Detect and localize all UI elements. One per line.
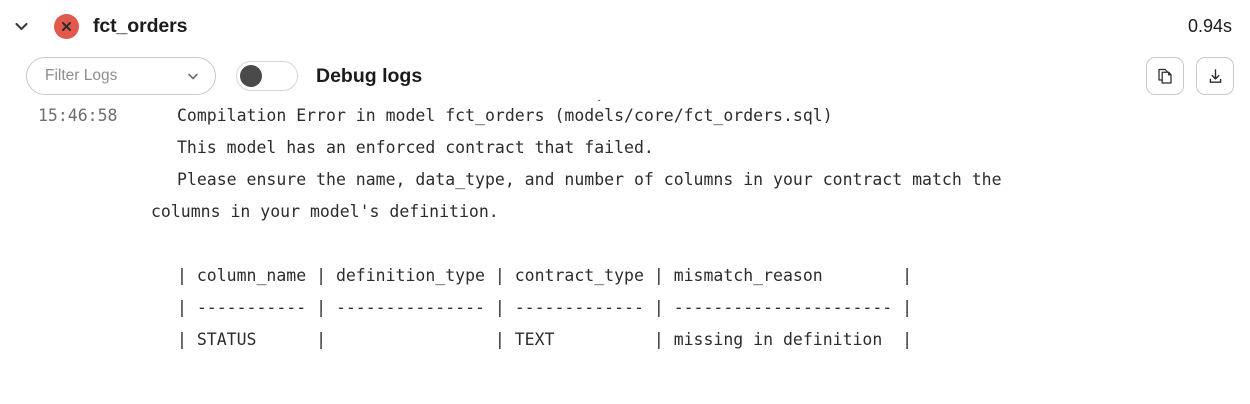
log-line: This model has an enforced contract that… <box>0 132 1250 164</box>
log-message-wrapped: columns in your model's definition. <box>151 202 499 221</box>
panel-header: fct_orders 0.94s <box>0 0 1250 52</box>
log-message: Please ensure the name, data_type, and n… <box>177 170 1002 189</box>
download-icon <box>1206 67 1225 86</box>
page-title: fct_orders <box>93 14 188 37</box>
copy-logs-button[interactable] <box>1146 57 1184 95</box>
copy-icon <box>1156 67 1175 86</box>
debug-logs-label: Debug logs <box>316 64 423 87</box>
log-table-separator: | ----------- | --------------- | ------… <box>177 298 913 317</box>
log-line: Please ensure the name, data_type, and n… <box>0 164 1250 196</box>
log-blank-line <box>0 228 1250 260</box>
toggle-knob <box>240 65 262 87</box>
debug-logs-toggle[interactable] <box>236 61 298 91</box>
download-logs-button[interactable] <box>1196 57 1234 95</box>
log-message: Compilation Error in model fct_orders (m… <box>177 106 833 125</box>
error-circle-x-icon <box>54 13 79 39</box>
log-table-row: | STATUS | | TEXT | missing in definitio… <box>177 330 913 349</box>
clipped-previous-log-line: — — . <box>0 100 1250 112</box>
filter-logs-placeholder: Filter Logs <box>45 67 118 84</box>
log-message: This model has an enforced contract that… <box>177 138 654 157</box>
log-output[interactable]: — — . 15:46:58 Compilation Error in mode… <box>0 100 1250 404</box>
chevron-down-icon <box>186 69 200 83</box>
log-line: 15:46:58 Compilation Error in model fct_… <box>0 100 1250 132</box>
chevron-down-icon <box>13 18 30 35</box>
log-table-header: | column_name | definition_type | contra… <box>177 266 913 285</box>
filter-logs-select[interactable]: Filter Logs <box>26 57 216 95</box>
run-duration: 0.94s <box>1187 15 1232 36</box>
collapse-chevron-button[interactable] <box>6 11 36 41</box>
log-timestamp: 15:46:58 <box>38 106 118 125</box>
log-toolbar: Filter Logs Debug logs <box>0 52 1250 100</box>
